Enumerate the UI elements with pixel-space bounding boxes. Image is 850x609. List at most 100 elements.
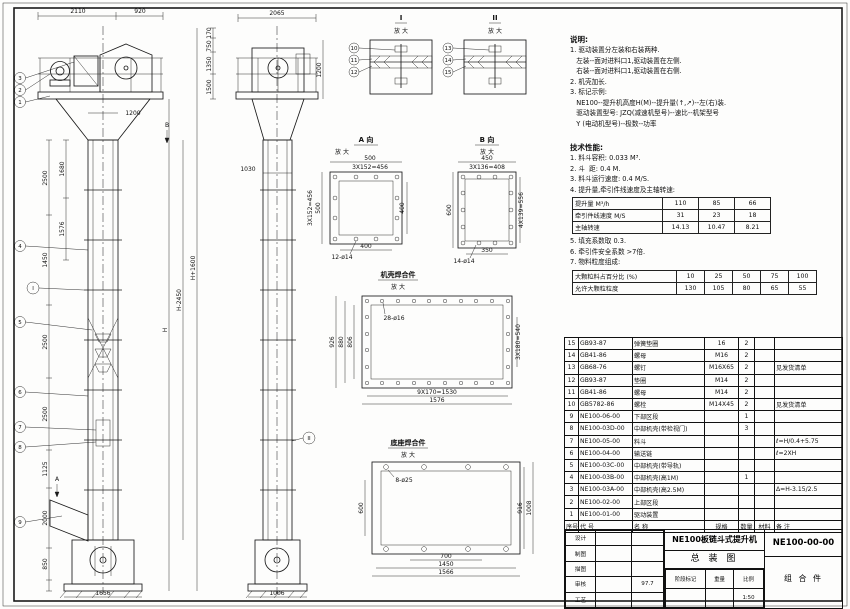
hole-callout: 14-ø14 bbox=[453, 258, 474, 265]
table-cell: 3 bbox=[738, 422, 755, 436]
table-cell: 3 bbox=[564, 483, 579, 497]
detail-subtitle: 放 大 bbox=[488, 27, 502, 35]
table-cell: 1:50 bbox=[733, 588, 764, 608]
dim-label: 600 bbox=[358, 502, 365, 514]
dim-label: 1500 bbox=[206, 79, 213, 94]
table-cell bbox=[704, 422, 739, 436]
table-cell: NE100-03D-00 bbox=[578, 422, 633, 436]
table-cell bbox=[754, 483, 775, 497]
part-type: 组 合 件 bbox=[783, 574, 824, 583]
table-cell bbox=[754, 336, 775, 351]
front-elevation-callouts: 1 2 3 4 5 6 7 8 9 I A B bbox=[14, 61, 170, 528]
table-row: 描图 bbox=[565, 560, 664, 578]
part-callout: 3 bbox=[18, 76, 22, 82]
table-cell bbox=[704, 458, 739, 473]
detail-title: II bbox=[492, 14, 497, 22]
table-cell: 设计 bbox=[565, 529, 596, 547]
text-line: 2. 斗 距: 0.4 M. bbox=[570, 164, 621, 173]
table-cell: 1 bbox=[564, 507, 579, 521]
table-cell: 输送链 bbox=[632, 446, 705, 460]
dim-label: 2500 bbox=[42, 170, 49, 185]
table-cell: M14X45 bbox=[704, 397, 739, 412]
table-cell: 中部机壳(高1M) bbox=[632, 471, 705, 485]
table-cell: M14 bbox=[704, 373, 739, 387]
table-cell: 31 bbox=[662, 209, 699, 222]
table-cell bbox=[738, 458, 755, 473]
table-cell bbox=[704, 446, 739, 460]
table-cell bbox=[754, 385, 775, 399]
text-line: 3. 料斗运行速度: 0.4 M/S. bbox=[570, 175, 650, 183]
table-cell: 2 bbox=[738, 349, 755, 363]
part-callout: 5 bbox=[18, 320, 22, 326]
table-cell: 11 bbox=[564, 385, 579, 399]
table-cell: 23 bbox=[698, 209, 735, 222]
table-cell: 制图 bbox=[565, 545, 596, 562]
table-cell: 16 bbox=[704, 336, 739, 351]
table-cell: NE100-04-00 bbox=[578, 446, 633, 460]
table-cell: 65 bbox=[760, 281, 789, 295]
dim-label: 1200 bbox=[316, 62, 323, 77]
table-cell: 55 bbox=[788, 281, 817, 295]
table-cell: 允许大颗粒粒度 bbox=[572, 281, 677, 295]
part-callout: 11 bbox=[351, 58, 358, 64]
section-marker-ii: II bbox=[307, 436, 311, 442]
part-callout: 10 bbox=[351, 46, 358, 52]
dim-label: H-2450 bbox=[176, 289, 183, 311]
table-cell: 97.7 bbox=[631, 576, 664, 593]
table-cell bbox=[595, 545, 632, 562]
table-cell bbox=[774, 385, 843, 399]
table-cell bbox=[665, 588, 706, 608]
text-line: Y (电动机型号)--极数--功率 bbox=[570, 119, 657, 128]
table-cell bbox=[754, 410, 775, 424]
table-cell bbox=[595, 560, 632, 578]
drawing-number-area: NE100-00-00 组 合 件 bbox=[764, 529, 843, 609]
table-cell: 10 bbox=[564, 397, 579, 412]
table-cell: 8 bbox=[564, 422, 579, 436]
table-cell: 2 bbox=[738, 361, 755, 375]
table-cell: 主轴转速 bbox=[572, 221, 663, 234]
table-cell: 阶段标记 bbox=[665, 569, 706, 589]
part-callout: 14 bbox=[445, 58, 452, 64]
text-line: 驱动装置型号: JZQ(减速机型号)--速比--机架型号 bbox=[570, 109, 720, 117]
text-line: 右装--面对进料口1,驱动装置在右侧. bbox=[570, 67, 682, 75]
table-cell: GB41-86 bbox=[578, 385, 633, 399]
table-cell: NE100-03B-00 bbox=[578, 471, 633, 485]
table-cell: 中部机壳(带检视门) bbox=[632, 422, 705, 436]
dim-label: 1450 bbox=[438, 561, 453, 568]
table-cell: 130 bbox=[676, 281, 705, 295]
dim-label: 700 bbox=[440, 553, 452, 560]
dim-label: 1350 bbox=[206, 56, 213, 71]
dim-label: 2500 bbox=[42, 406, 49, 421]
part-callout: 1 bbox=[18, 100, 22, 106]
table-cell: 1 bbox=[738, 471, 755, 485]
table-cell bbox=[631, 591, 664, 609]
dim-label: 1030 bbox=[240, 166, 255, 173]
table-cell: 7 bbox=[564, 434, 579, 448]
table-cell: GB41-86 bbox=[578, 349, 633, 363]
table-cell: 75 bbox=[760, 269, 789, 283]
table-cell: 9 bbox=[564, 410, 579, 424]
table-cell: 螺钉 bbox=[632, 361, 705, 375]
table-cell bbox=[754, 373, 775, 387]
table-cell: NE100-03A-00 bbox=[578, 483, 633, 497]
tech-block: 技术性能: 1. 料斗容积: 0.033 M³.2. 斗 距: 0.4 M.3.… bbox=[570, 142, 838, 297]
part-callout: 15 bbox=[445, 70, 452, 76]
table-cell: 110 bbox=[662, 197, 699, 210]
notes-lines: 1. 驱动装置分左装和右装两种. 左装--面对进料口1,驱动装置在左侧. 右装-… bbox=[570, 45, 838, 129]
view-subtitle: 放 大 bbox=[391, 283, 405, 291]
dim-label: 2110 bbox=[70, 8, 85, 15]
table-cell: GB5782-86 bbox=[578, 397, 633, 412]
table-cell bbox=[754, 446, 775, 460]
table-cell: 重量 bbox=[705, 569, 734, 589]
